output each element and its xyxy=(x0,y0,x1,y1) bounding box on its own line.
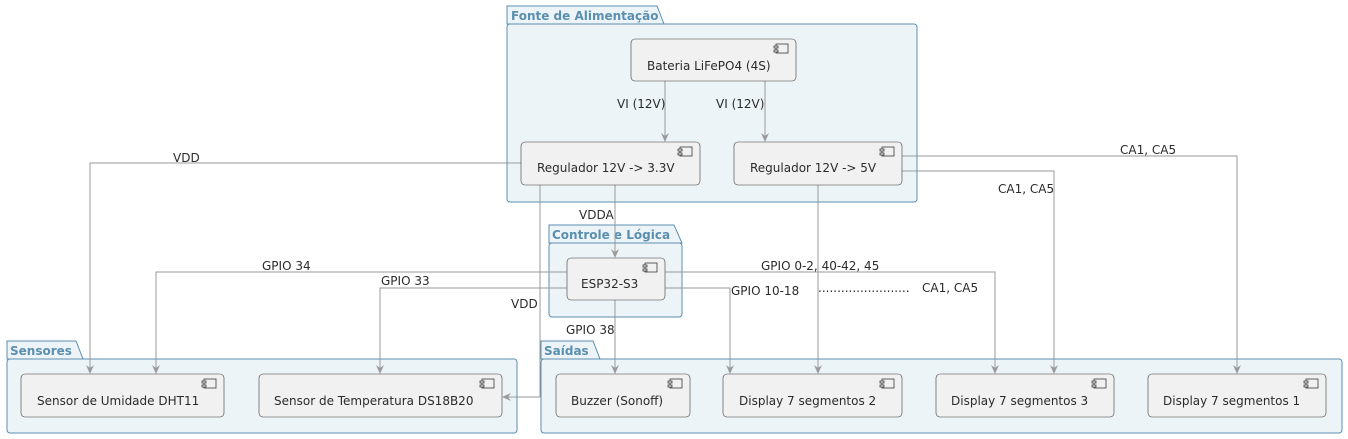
arrow-head xyxy=(991,365,999,374)
edge-label-gpio33: GPIO 33 xyxy=(381,274,430,288)
edge-label-gpio-disp3: GPIO 0-2, 40-42, 45 xyxy=(761,259,879,273)
component-icon xyxy=(642,262,658,273)
edge-label-gpio34: GPIO 34 xyxy=(262,259,311,273)
arrow-head xyxy=(814,365,822,374)
edge-label-vdda: VDDA xyxy=(579,208,614,222)
component-reg33-label: Regulador 12V -> 3.3V xyxy=(537,161,675,175)
edge-labels: VI (12V) VI (12V) VDD VDDA VDD CA1, CA5 … xyxy=(173,97,1176,337)
edge-label-vi-left: VI (12V) xyxy=(617,97,665,111)
component-icon xyxy=(1091,378,1107,389)
edge-label-vdd-ds: VDD xyxy=(511,297,538,311)
component-icon xyxy=(773,43,789,54)
component-esp32-label: ESP32-S3 xyxy=(581,277,638,291)
arrow-head xyxy=(761,133,769,142)
package-outputs-title: Saídas xyxy=(544,344,589,358)
component-esp32[interactable]: ESP32-S3 xyxy=(566,257,666,301)
edge-reg33-ds18b20 xyxy=(506,185,541,398)
component-dht11-label: Sensor de Umidade DHT11 xyxy=(37,394,199,408)
edge-label-gpio-disp2: GPIO 10-18 xyxy=(731,284,799,298)
edge-label-vi-right: VI (12V) xyxy=(716,97,764,111)
edges xyxy=(86,81,1241,401)
component-disp2[interactable]: Display 7 segmentos 2 xyxy=(722,373,903,418)
package-sensors-title: Sensores xyxy=(10,344,72,358)
component-icon xyxy=(1303,378,1319,389)
arrow-head xyxy=(611,365,619,374)
edge-esp32-ds18b20 xyxy=(379,287,567,370)
arrow-head xyxy=(502,393,511,401)
component-buzzer[interactable]: Buzzer (Sonoff) xyxy=(555,373,691,418)
edge-reg5-disp3 xyxy=(902,170,1055,370)
component-ds18b20-label: Sensor de Temperatura DS18B20 xyxy=(274,394,473,408)
arrow-head xyxy=(726,365,734,374)
edge-label-ca-disp1: CA1, CA5 xyxy=(1120,143,1176,157)
arrow-head xyxy=(1050,365,1058,374)
component-battery[interactable]: Bateria LiFePO4 (4S) xyxy=(630,38,797,82)
component-disp3-label: Display 7 segmentos 3 xyxy=(951,394,1088,408)
package-power-title: Fonte de Alimentação xyxy=(511,9,658,23)
arrow-head xyxy=(661,133,669,142)
component-battery-label: Bateria LiFePO4 (4S) xyxy=(647,59,771,73)
edge-esp32-dht11 xyxy=(155,271,567,370)
arrow-head xyxy=(86,365,94,374)
component-icon xyxy=(667,378,683,389)
component-icon xyxy=(677,146,693,157)
arrow-head xyxy=(611,249,619,258)
component-dht11[interactable]: Sensor de Umidade DHT11 xyxy=(20,373,225,418)
component-icon xyxy=(879,146,895,157)
edge-label-ca-disp2-dots: ........................ xyxy=(818,281,910,295)
edge-label-ca-disp2: CA1, CA5 xyxy=(922,281,978,295)
component-buzzer-label: Buzzer (Sonoff) xyxy=(571,394,663,408)
edge-esp32-disp3 xyxy=(665,271,996,370)
component-reg5[interactable]: Regulador 12V -> 5V xyxy=(733,141,903,186)
component-disp1[interactable]: Display 7 segmentos 1 xyxy=(1147,373,1327,418)
component-reg33[interactable]: Regulador 12V -> 3.3V xyxy=(520,141,701,186)
edge-label-gpio38: GPIO 38 xyxy=(566,323,615,337)
component-disp3[interactable]: Display 7 segmentos 3 xyxy=(935,373,1115,418)
component-icon xyxy=(879,378,895,389)
component-icon xyxy=(479,378,495,389)
package-control-title: Controle e Lógica xyxy=(552,228,670,242)
edge-label-vdd-dht: VDD xyxy=(173,151,200,165)
arrow-head xyxy=(152,365,160,374)
arrow-head xyxy=(1233,365,1241,374)
edge-reg33-dht11 xyxy=(89,162,521,370)
edge-reg5-disp1 xyxy=(902,155,1238,370)
component-reg5-label: Regulador 12V -> 5V xyxy=(750,161,877,175)
component-disp1-label: Display 7 segmentos 1 xyxy=(1163,394,1300,408)
edge-label-ca-disp3: CA1, CA5 xyxy=(998,182,1054,196)
component-disp2-label: Display 7 segmentos 2 xyxy=(739,394,876,408)
component-ds18b20[interactable]: Sensor de Temperatura DS18B20 xyxy=(258,373,503,418)
component-icon xyxy=(201,378,217,389)
edge-esp32-disp2 xyxy=(665,287,731,370)
arrow-head xyxy=(376,365,384,374)
